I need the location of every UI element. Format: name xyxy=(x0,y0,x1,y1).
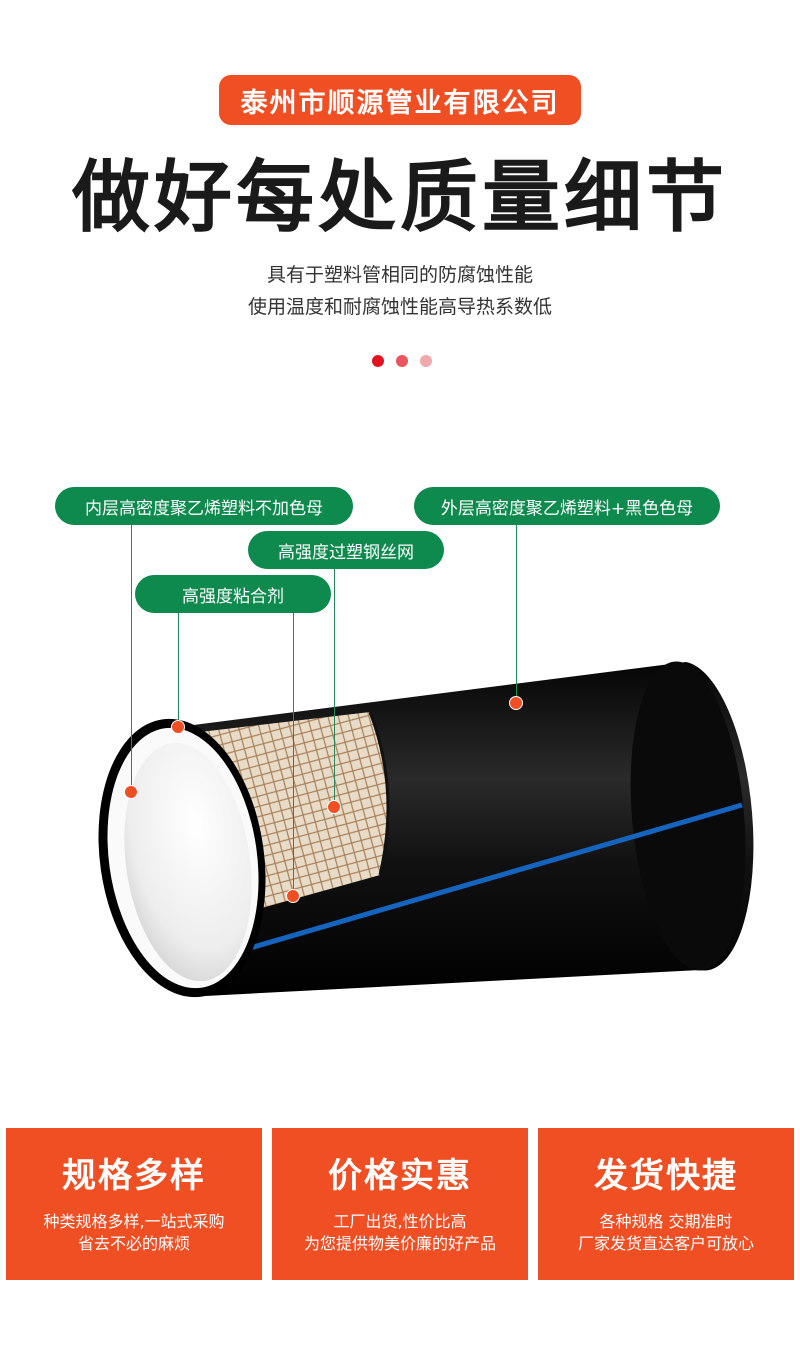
label-inner-layer: 内层高密度聚乙烯塑料不加色母 xyxy=(55,487,353,525)
page-headline: 做好每处质量细节 xyxy=(71,153,728,243)
feature-title: 价格实惠 xyxy=(328,1156,472,1196)
label-outer-layer: 外层高密度聚乙烯塑料+黑色色母 xyxy=(414,487,720,525)
leader-line-adhesive-a xyxy=(178,612,179,727)
carousel-dot-2[interactable] xyxy=(396,355,408,367)
leader-line-adhesive-b xyxy=(293,612,294,896)
marker-outer xyxy=(509,696,523,710)
label-adhesive: 高强度粘合剂 xyxy=(135,575,331,613)
leader-line-mesh xyxy=(334,568,335,808)
feature-card-specs: 规格多样 种类规格多样,一站式采购 省去不必的麻烦 xyxy=(6,1128,262,1280)
subtitle-line-2: 使用温度和耐腐蚀性能高导热系数低 xyxy=(247,296,552,318)
feature-title: 规格多样 xyxy=(62,1156,206,1196)
feature-title: 发货快捷 xyxy=(594,1156,738,1196)
feature-desc-line: 厂家发货直达客户可放心 xyxy=(577,1234,754,1253)
feature-card-price: 价格实惠 工厂出货,性价比高 为您提供物美价廉的好产品 xyxy=(272,1128,528,1280)
marker-inner xyxy=(124,785,138,799)
subtitle-line-1: 具有于塑料管相同的防腐蚀性能 xyxy=(266,264,533,286)
company-badge: 泰州市顺源管业有限公司 xyxy=(219,75,581,125)
leader-line-outer xyxy=(516,524,517,704)
feature-desc-line: 为您提供物美价廉的好产品 xyxy=(303,1234,496,1253)
feature-card-delivery: 发货快捷 各种规格 交期准时 厂家发货直达客户可放心 xyxy=(538,1128,794,1280)
marker-adhesive-top xyxy=(171,720,185,734)
carousel-dot-1[interactable] xyxy=(372,355,384,367)
pipe-illustration xyxy=(98,661,754,998)
marker-mesh xyxy=(327,800,341,814)
feature-desc-line: 种类规格多样,一站式采购 xyxy=(43,1212,225,1231)
leader-line-inner xyxy=(131,524,132,792)
feature-desc-line: 省去不必的麻烦 xyxy=(77,1234,190,1253)
carousel-dot-3[interactable] xyxy=(420,355,432,367)
feature-desc-line: 工厂出货,性价比高 xyxy=(333,1212,467,1231)
feature-desc-line: 各种规格 交期准时 xyxy=(599,1212,733,1231)
marker-adhesive-bottom xyxy=(286,889,300,903)
label-steel-mesh: 高强度过塑钢丝网 xyxy=(248,531,444,569)
